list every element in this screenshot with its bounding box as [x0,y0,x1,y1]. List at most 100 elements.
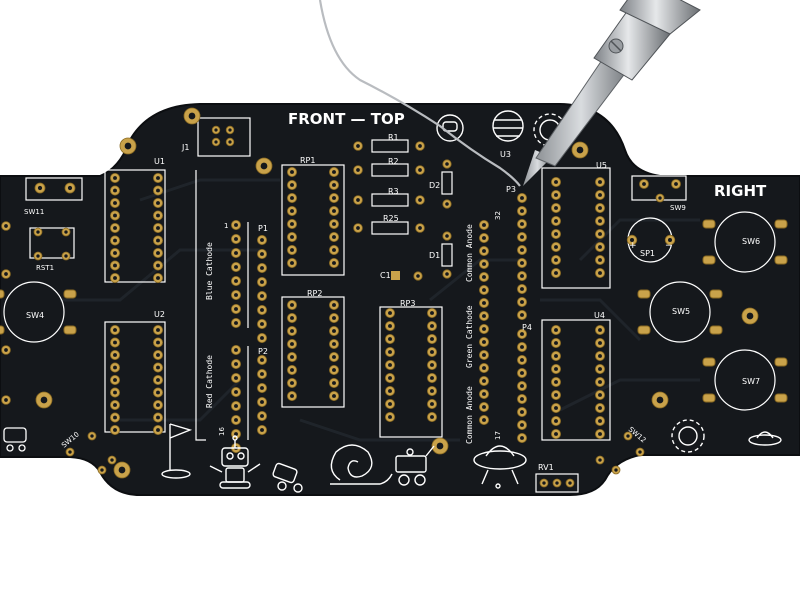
pad-hole [214,140,218,144]
pad-hole [332,196,336,200]
pad-hole [554,328,558,332]
pad-hole [332,183,336,187]
board-title: FRONT — TOP [288,110,405,128]
pad-hole [113,340,117,345]
pad-hole [656,396,664,404]
pad-hole [113,353,117,357]
label-sw4: SW4 [26,311,44,320]
pad-hole [234,279,238,283]
pad-hole [554,341,558,345]
pad-hole [388,337,392,341]
label-sw7: SW7 [742,377,760,386]
pad-hole [356,198,360,202]
pad-hole [260,400,264,404]
pad-hole [113,328,117,332]
sw6-pad [702,255,716,265]
pad-hole [520,423,524,427]
pad-hole [290,368,294,372]
pad-hole [260,162,268,170]
pad-hole [290,381,294,385]
pad-hole [554,245,558,249]
pad-hole [36,254,40,258]
c1-pad [391,271,400,280]
pad-hole [520,222,524,226]
pad-hole [260,386,264,390]
pad-hole [554,432,558,436]
label-blue-cathode: Blue Cathode [205,242,214,300]
pad-hole [598,393,602,397]
u4-outline [541,319,611,441]
pad-hole [430,402,434,406]
pad-hole [554,258,558,262]
pad-hole [554,271,558,275]
pad-hole [156,390,160,395]
copper-trace [540,298,642,342]
pad-hole [554,367,558,371]
pad-hole [482,223,486,227]
sw6-pad [774,219,788,229]
sw7-outline [714,349,776,411]
pad-hole [156,188,160,193]
sw4-pad [0,289,5,299]
pad-hole [4,348,8,352]
pad-hole [290,235,294,239]
pad-hole [234,390,238,394]
pad-hole [156,238,160,243]
label-r1: R1 [388,133,399,142]
pad-hole [554,393,558,397]
pad-hole [290,342,294,346]
pad-hole [520,358,524,362]
label-red-cathode: Red Cathode [205,355,214,408]
pad-hole [482,288,486,292]
pad-hole [290,355,294,359]
sw7-pad [774,393,788,403]
pad-hole [90,434,94,438]
pad-hole [482,275,486,279]
pad-hole [290,329,294,333]
pad-hole [290,261,294,265]
pad-hole [445,272,449,276]
pad-hole [482,379,486,383]
r2-outline [371,163,409,177]
copper-trace [578,218,700,262]
pad-hole [156,340,160,345]
pad-hole [332,222,336,226]
pad-hole [64,230,68,234]
pad-hole [436,442,444,450]
pad-hole [356,168,360,172]
pad-hole [156,378,160,382]
pad-hole [598,406,602,410]
label-pin-17: 17 [494,431,502,440]
pad-hole [598,380,602,384]
pad-hole [332,368,336,372]
pad-hole [4,272,8,276]
pad-hole [356,226,360,230]
pad-hole [638,450,642,454]
label-r3: R3 [388,187,399,196]
r3-outline [371,193,409,207]
pad-hole [388,350,392,354]
pad-hole [542,481,546,485]
pad-hole [234,432,238,436]
sw7-pad [774,357,788,367]
pad-hole [113,176,117,180]
pad-hole [156,263,160,268]
pad-hole [332,248,336,252]
pad-hole [554,232,558,236]
pad-hole [100,468,104,472]
copper-trace [120,378,242,422]
rv1-outline [535,473,579,493]
label-r25: R25 [383,214,399,223]
pad-hole [520,397,524,401]
pad-hole [260,294,264,298]
pad-hole [228,128,232,132]
pad-hole [520,345,524,349]
pad-hole [430,389,434,393]
pad-hole [156,276,160,280]
pad-hole [260,322,264,326]
pad-hole [332,303,336,307]
rp3-outline [379,306,443,438]
pad-hole [332,235,336,239]
pad-hole [520,371,524,375]
rover-icon [272,462,303,493]
